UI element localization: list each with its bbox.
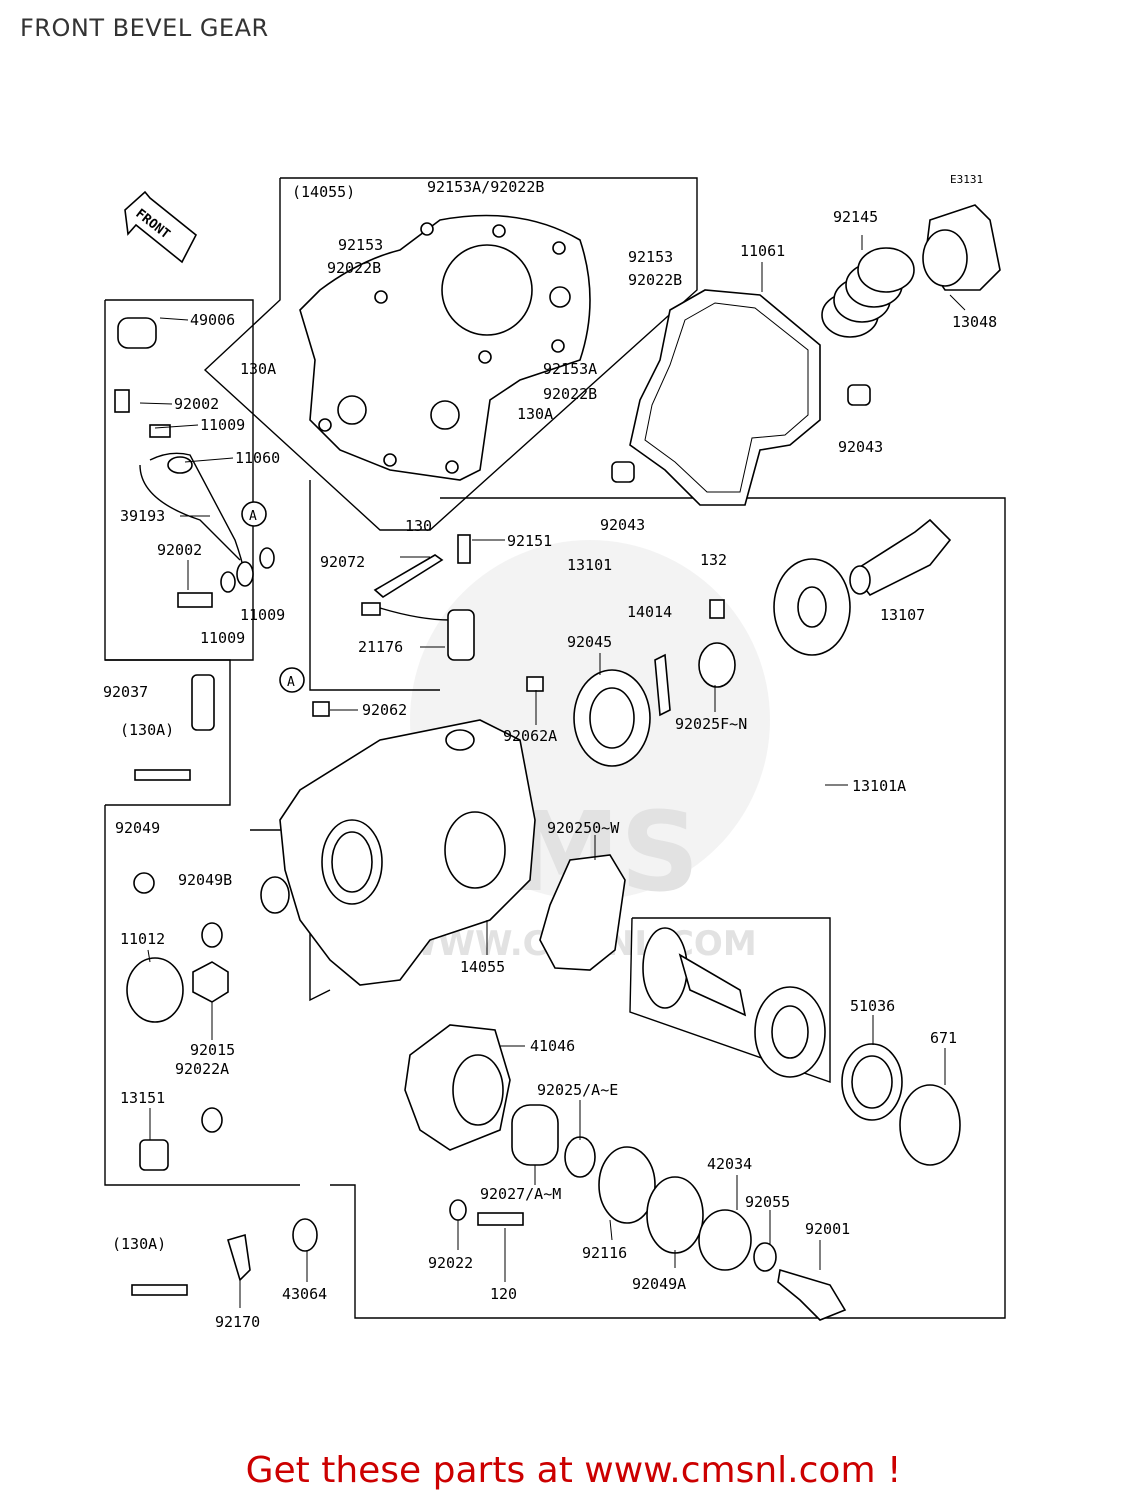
callout-14055-group: (14055) [292, 183, 355, 201]
callout-920250-W: 920250~W [547, 819, 620, 837]
callout-92116: 92116 [582, 1244, 627, 1262]
callout-13107: 13107 [880, 606, 925, 624]
callout-92001: 92001 [805, 1220, 850, 1238]
callout-92022: 92022 [428, 1254, 473, 1272]
gasket-11061 [629, 289, 821, 506]
gear-case-cover [299, 214, 591, 481]
callout-92022A: 92022A [175, 1060, 229, 1078]
callout-92151: 92151 [507, 532, 552, 550]
callout-11009-3: 11009 [200, 629, 245, 647]
left-small-parts [126, 674, 318, 1296]
callout-130A-1: 130A [240, 360, 276, 378]
pinion-gear-13101A [642, 927, 826, 1078]
callout-39193: 39193 [120, 507, 165, 525]
callout-130A-2: 130A [517, 405, 553, 423]
callout-92153A: 92153A [543, 360, 597, 378]
callout-92043-1: 92043 [838, 438, 883, 456]
callout-92062A: 92062A [503, 727, 557, 745]
callout-92153A-92022B: 92153A/92022B [427, 178, 544, 196]
collar-92043-b [611, 461, 635, 483]
page-title: FRONT BEVEL GEAR [20, 14, 269, 42]
front-direction-arrow: FRONT [124, 190, 198, 264]
lower-parts: A [279, 667, 847, 1321]
reference-code: E3131 [950, 173, 983, 186]
callout-A-1: A [249, 509, 257, 524]
callout-92049: 92049 [115, 819, 160, 837]
callout-92170: 92170 [215, 1313, 260, 1331]
callout-92027-A-M: 92027/A~M [480, 1185, 561, 1203]
callout-14014: 14014 [627, 603, 672, 621]
shaft-13107 [849, 518, 952, 597]
callout-120: 120 [490, 1285, 517, 1303]
group-frames [104, 177, 1006, 1319]
callout-92153-left: 92153 [338, 236, 383, 254]
housing-41046 [404, 1024, 511, 1151]
callout-14055: 14055 [460, 958, 505, 976]
callout-130A-3: (130A) [120, 721, 174, 739]
callout-A-2: A [287, 675, 295, 690]
plate-14014 [654, 599, 736, 717]
callout-13101A: 13101A [852, 777, 906, 795]
cam-13048 [922, 204, 1001, 291]
oil-seal-51036 [841, 1043, 903, 1121]
collar-92043-a [847, 384, 871, 406]
callout-130: 130 [405, 517, 432, 535]
callout-51036: 51036 [850, 997, 895, 1015]
sprocket-13101 [773, 558, 851, 656]
callout-92002-2: 92002 [157, 541, 202, 559]
callout-42034: 42034 [707, 1155, 752, 1173]
callout-92049A: 92049A [632, 1275, 686, 1293]
callout-11061: 11061 [740, 242, 785, 260]
callout-13048: 13048 [952, 313, 997, 331]
callout-13151: 13151 [120, 1089, 165, 1107]
callout-11009-2: 11009 [240, 606, 285, 624]
callout-92043-2: 92043 [600, 516, 645, 534]
callout-92025-A-E: 92025/A~E [537, 1081, 618, 1099]
callout-11012: 11012 [120, 930, 165, 948]
callout-92153-right: 92153 [628, 248, 673, 266]
callout-11060: 11060 [235, 449, 280, 467]
callout-92072: 92072 [320, 553, 365, 571]
callout-92002-1: 92002 [174, 395, 219, 413]
callout-132: 132 [700, 551, 727, 569]
exploded-parts-diagram: CMS WWW.CMSNL.COM E3131 FRONT [103, 173, 1006, 1331]
callout-92022B-right: 92022B [628, 271, 682, 289]
callout-92015: 92015 [190, 1041, 235, 1059]
callout-41046: 41046 [530, 1037, 575, 1055]
callout-92049B: 92049B [178, 871, 232, 889]
o-ring-671 [899, 1084, 961, 1166]
callout-21176: 21176 [358, 638, 403, 656]
spring-92145 [821, 247, 915, 338]
callout-671: 671 [930, 1029, 957, 1047]
callout-labels: (14055) 92153A/92022B 92153 92022B 92153… [103, 178, 997, 1331]
callout-92045: 92045 [567, 633, 612, 651]
breather-assembly: A [114, 317, 275, 608]
callout-92025F-N: 92025F~N [675, 715, 747, 733]
bearing-92045 [573, 669, 651, 767]
callout-92055: 92055 [745, 1193, 790, 1211]
callout-92145: 92145 [833, 208, 878, 226]
leader-lines [139, 235, 966, 1308]
sensor-21176 [361, 534, 475, 661]
callout-11009-1: 11009 [200, 416, 245, 434]
gasket-920250 [539, 854, 626, 971]
callout-13101: 13101 [567, 556, 612, 574]
callout-43064: 43064 [282, 1285, 327, 1303]
callout-92062: 92062 [362, 701, 407, 719]
footer-shop-link[interactable]: Get these parts at www.cmsnl.com ! [245, 1450, 902, 1491]
callout-92037: 92037 [103, 683, 148, 701]
callout-130A-4: (130A) [112, 1235, 166, 1253]
gear-housing-14055 [260, 719, 536, 986]
callout-49006: 49006 [190, 311, 235, 329]
callout-92022B-2: 92022B [543, 385, 597, 403]
callout-92022B-left: 92022B [327, 259, 381, 277]
